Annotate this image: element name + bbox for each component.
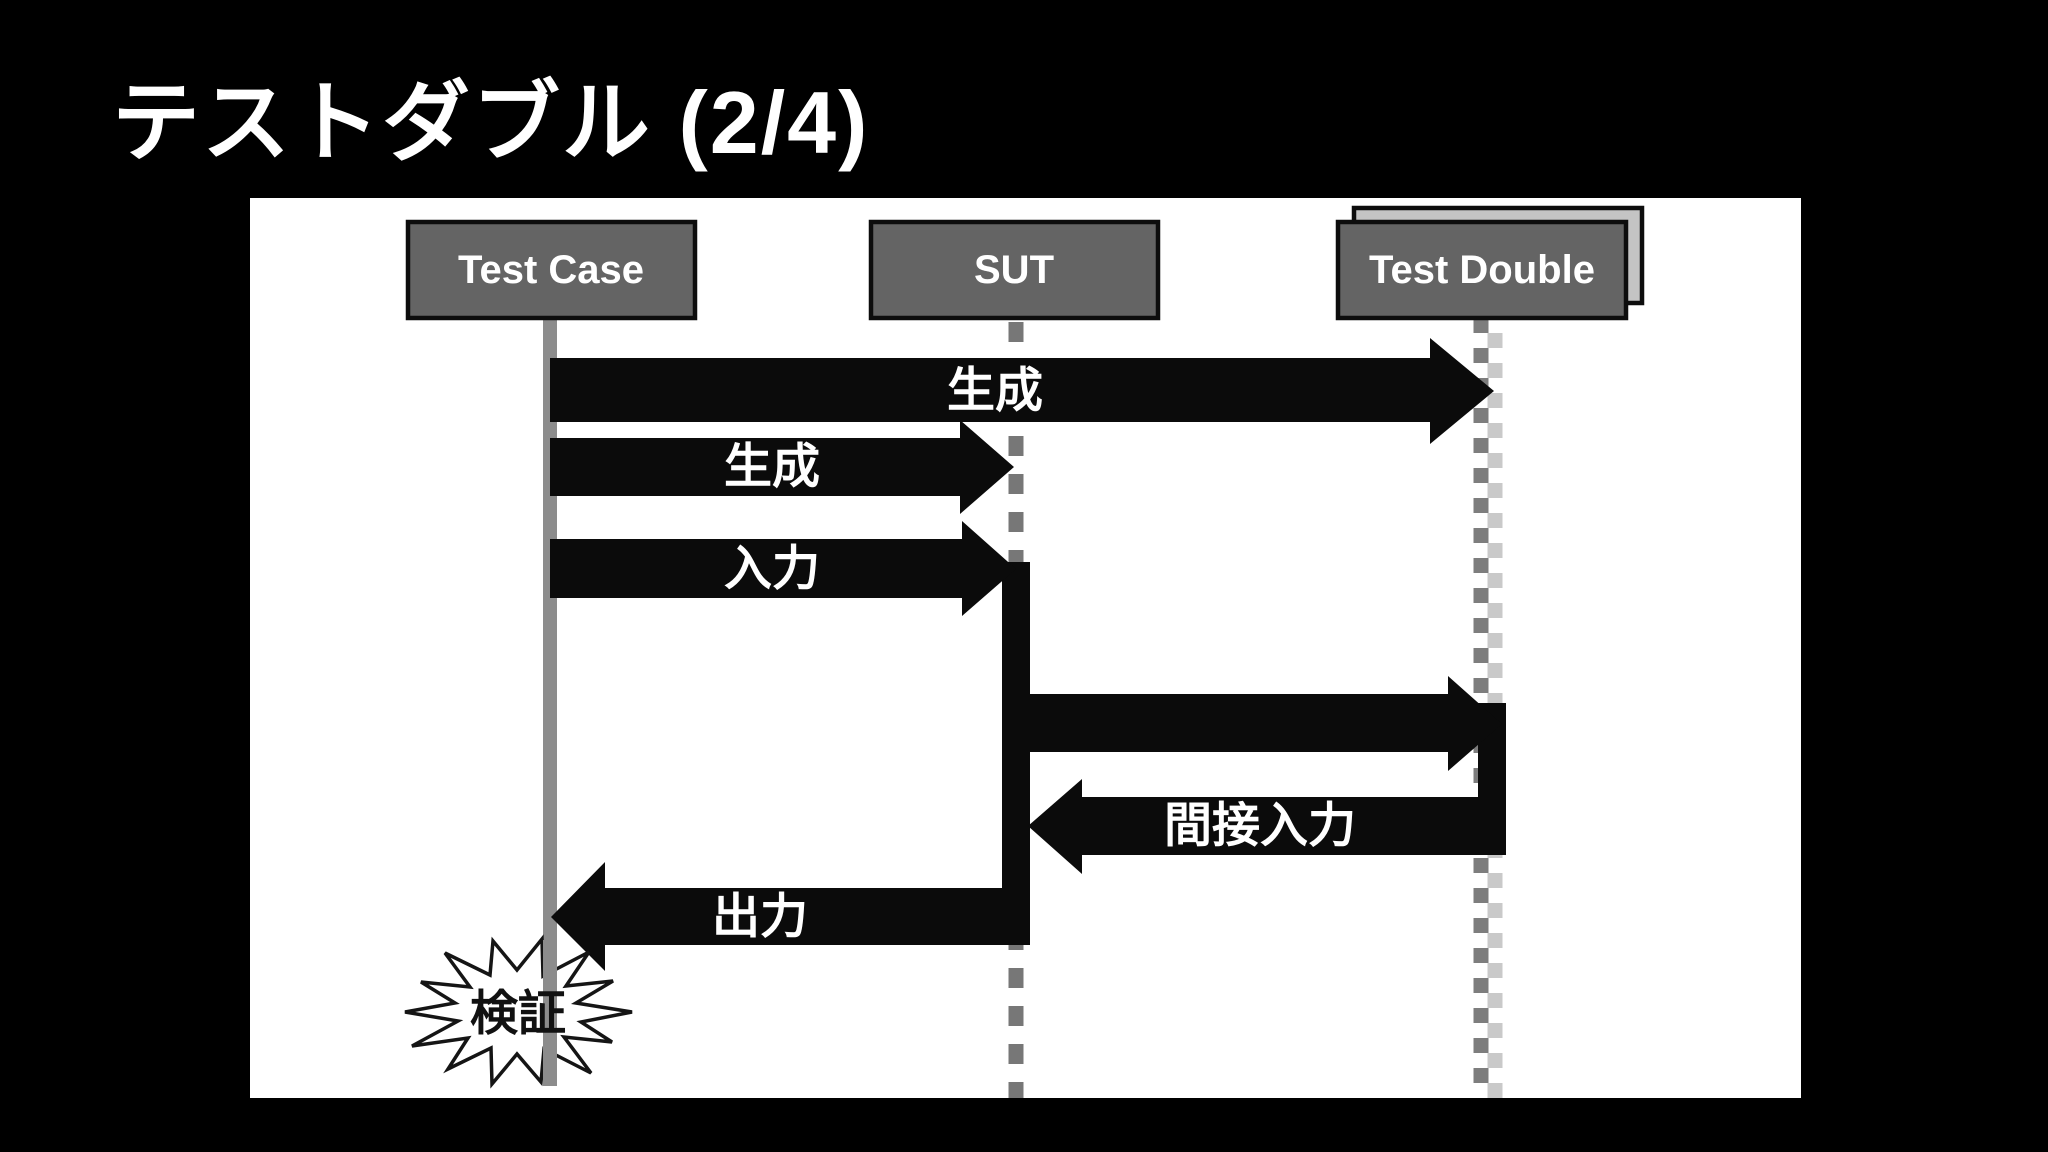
lifeline-head-test-case-label: Test Case xyxy=(458,248,644,292)
message-label-create-test-double: 生成 xyxy=(947,365,1043,418)
lifeline-head-sut-label: SUT xyxy=(974,248,1054,292)
activation-sut xyxy=(1002,562,1030,945)
verify-burst-label: 検証 xyxy=(470,988,566,1041)
message-arrow-input xyxy=(550,521,1016,616)
message-label-input: 入力 xyxy=(724,543,820,596)
lifeline-head-test-double xyxy=(1335,219,1629,321)
lifeline-head-test-case xyxy=(405,219,698,321)
lifeline-test-case-overlay xyxy=(543,940,557,1086)
sequence-diagram-panel: Test Case SUT Test Double 生成 生成 入力 間接入力 … xyxy=(250,198,1801,1098)
sequence-diagram: Test Case SUT Test Double 生成 生成 入力 間接入力 … xyxy=(404,205,1645,1098)
message-label-create-sut: 生成 xyxy=(724,441,820,494)
message-arrow-create-test-double xyxy=(550,338,1494,444)
slide-title: テストダブル (2/4) xyxy=(112,73,870,172)
message-arrow-output xyxy=(551,862,1030,971)
message-label-output: 出力 xyxy=(712,891,808,944)
verify-burst xyxy=(404,934,633,1089)
message-label-indirect-input: 間接入力 xyxy=(1164,800,1356,853)
lifeline-head-sut xyxy=(868,219,1161,321)
message-arrow-sut-to-double xyxy=(1030,676,1502,771)
message-arrow-indirect-input xyxy=(1028,779,1506,874)
message-arrow-create-sut xyxy=(550,420,1014,514)
lifeline-head-test-double-label: Test Double xyxy=(1369,248,1595,292)
